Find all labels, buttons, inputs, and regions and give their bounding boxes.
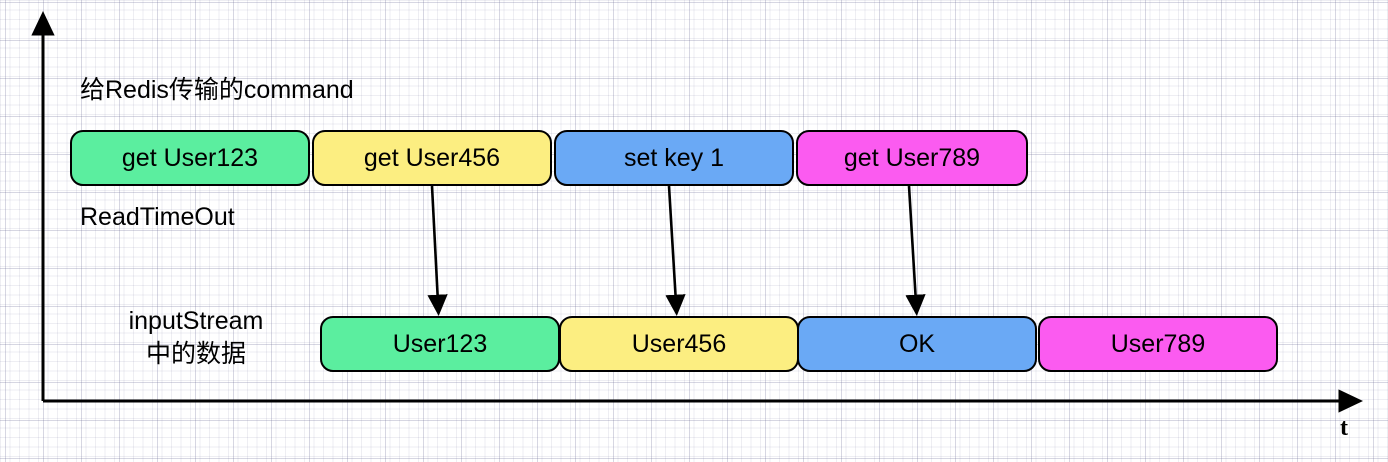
command-box-0[interactable]: get User123 bbox=[70, 130, 310, 186]
command-box-2[interactable]: set key 1 bbox=[554, 130, 794, 186]
stream-box-0[interactable]: User123 bbox=[320, 316, 560, 372]
command-box-3-label: get User789 bbox=[843, 143, 981, 172]
arrow-get-user456-to-user123 bbox=[427, 185, 448, 316]
command-row-title: 给Redis传输的command bbox=[80, 76, 354, 104]
command-box-1[interactable]: get User456 bbox=[312, 130, 552, 186]
stream-box-3[interactable]: User789 bbox=[1038, 316, 1278, 372]
arrow-get-user789-to-ok bbox=[905, 185, 926, 316]
command-box-2-label: set key 1 bbox=[623, 143, 725, 172]
arrow-set-key-1-to-user456 bbox=[665, 185, 686, 316]
stream-box-2[interactable]: OK bbox=[797, 316, 1037, 372]
command-box-0-label: get User123 bbox=[121, 143, 259, 172]
stream-box-1[interactable]: User456 bbox=[559, 316, 799, 372]
stream-box-0-label: User123 bbox=[392, 329, 488, 358]
stream-box-3-label: User789 bbox=[1110, 329, 1206, 358]
command-box-1-label: get User456 bbox=[363, 143, 501, 172]
stream-box-1-label: User456 bbox=[631, 329, 727, 358]
command-box-3[interactable]: get User789 bbox=[796, 130, 1028, 186]
x-axis-label: t bbox=[1340, 415, 1348, 441]
inputstream-label-line2: 中的数据 bbox=[145, 340, 246, 368]
inputstream-label-line1: inputStream bbox=[128, 307, 264, 335]
readtimeout-label: ReadTimeOut bbox=[80, 203, 235, 231]
stream-box-2-label: OK bbox=[898, 329, 936, 358]
inputstream-label: inputStream 中的数据 bbox=[98, 305, 294, 371]
